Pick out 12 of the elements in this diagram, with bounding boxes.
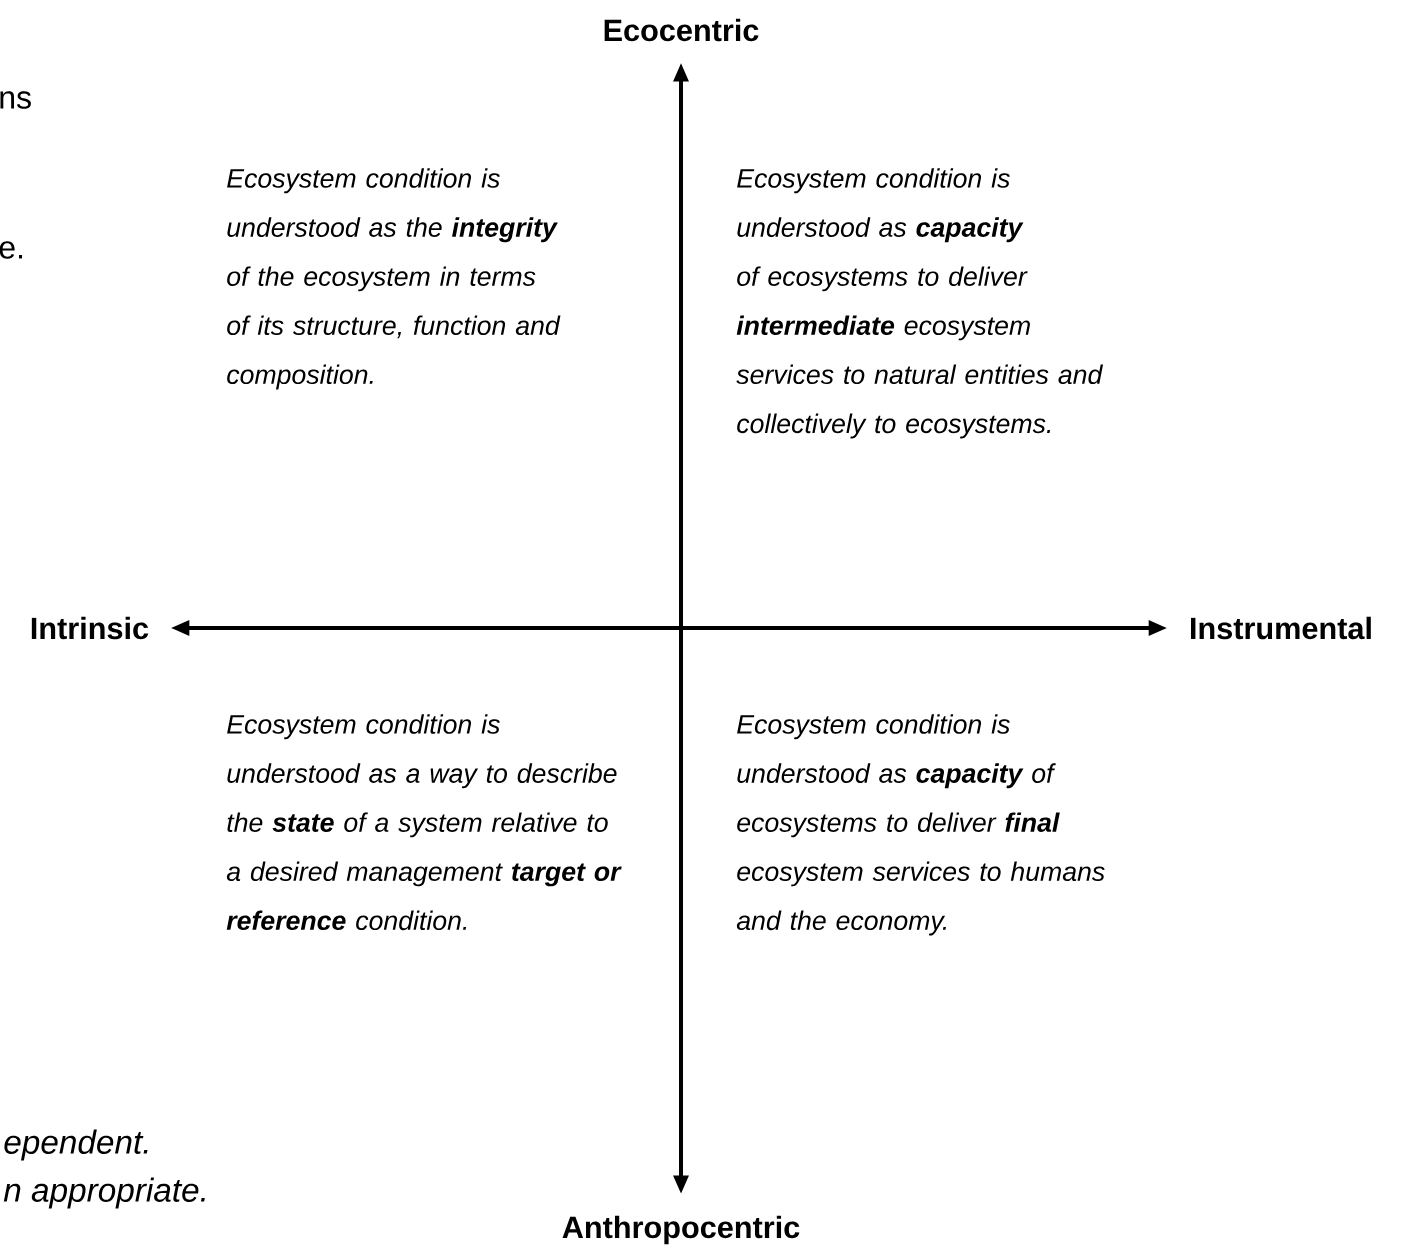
- axis-label: Ecocentric: [604, 18, 759, 42]
- axis-label: Anthropocentric: [562, 1215, 800, 1245]
- note-text: ns: [0, 91, 31, 109]
- note-text: e.: [0, 241, 23, 259]
- quadrant-text: Ecosystem condition is understood as capacity of ecosystems to deliver intermediate ecosystem services to natural entities and collectively to ecosystems.: [736, 168, 1104, 439]
- note-text: ependent.: [4, 1129, 148, 1161]
- note-text: n appropriate.: [3, 1177, 205, 1209]
- axis-label: Instrumental: [1191, 616, 1371, 640]
- quadrant-text: Ecosystem condition is understood as capacity of ecosystems to deliver final ecosystem services to humans and the economy.: [736, 714, 1105, 936]
- quadrant-text: Ecosystem condition is understood as a way to describe the state of a system relative to a desired management target or reference condition.: [226, 714, 622, 931]
- axis-label: Intrinsic: [31, 616, 149, 640]
- quadrant-text: Ecosystem condition is understood as the integrity of the ecosystem in terms of its structure, function and composition.: [227, 168, 561, 390]
